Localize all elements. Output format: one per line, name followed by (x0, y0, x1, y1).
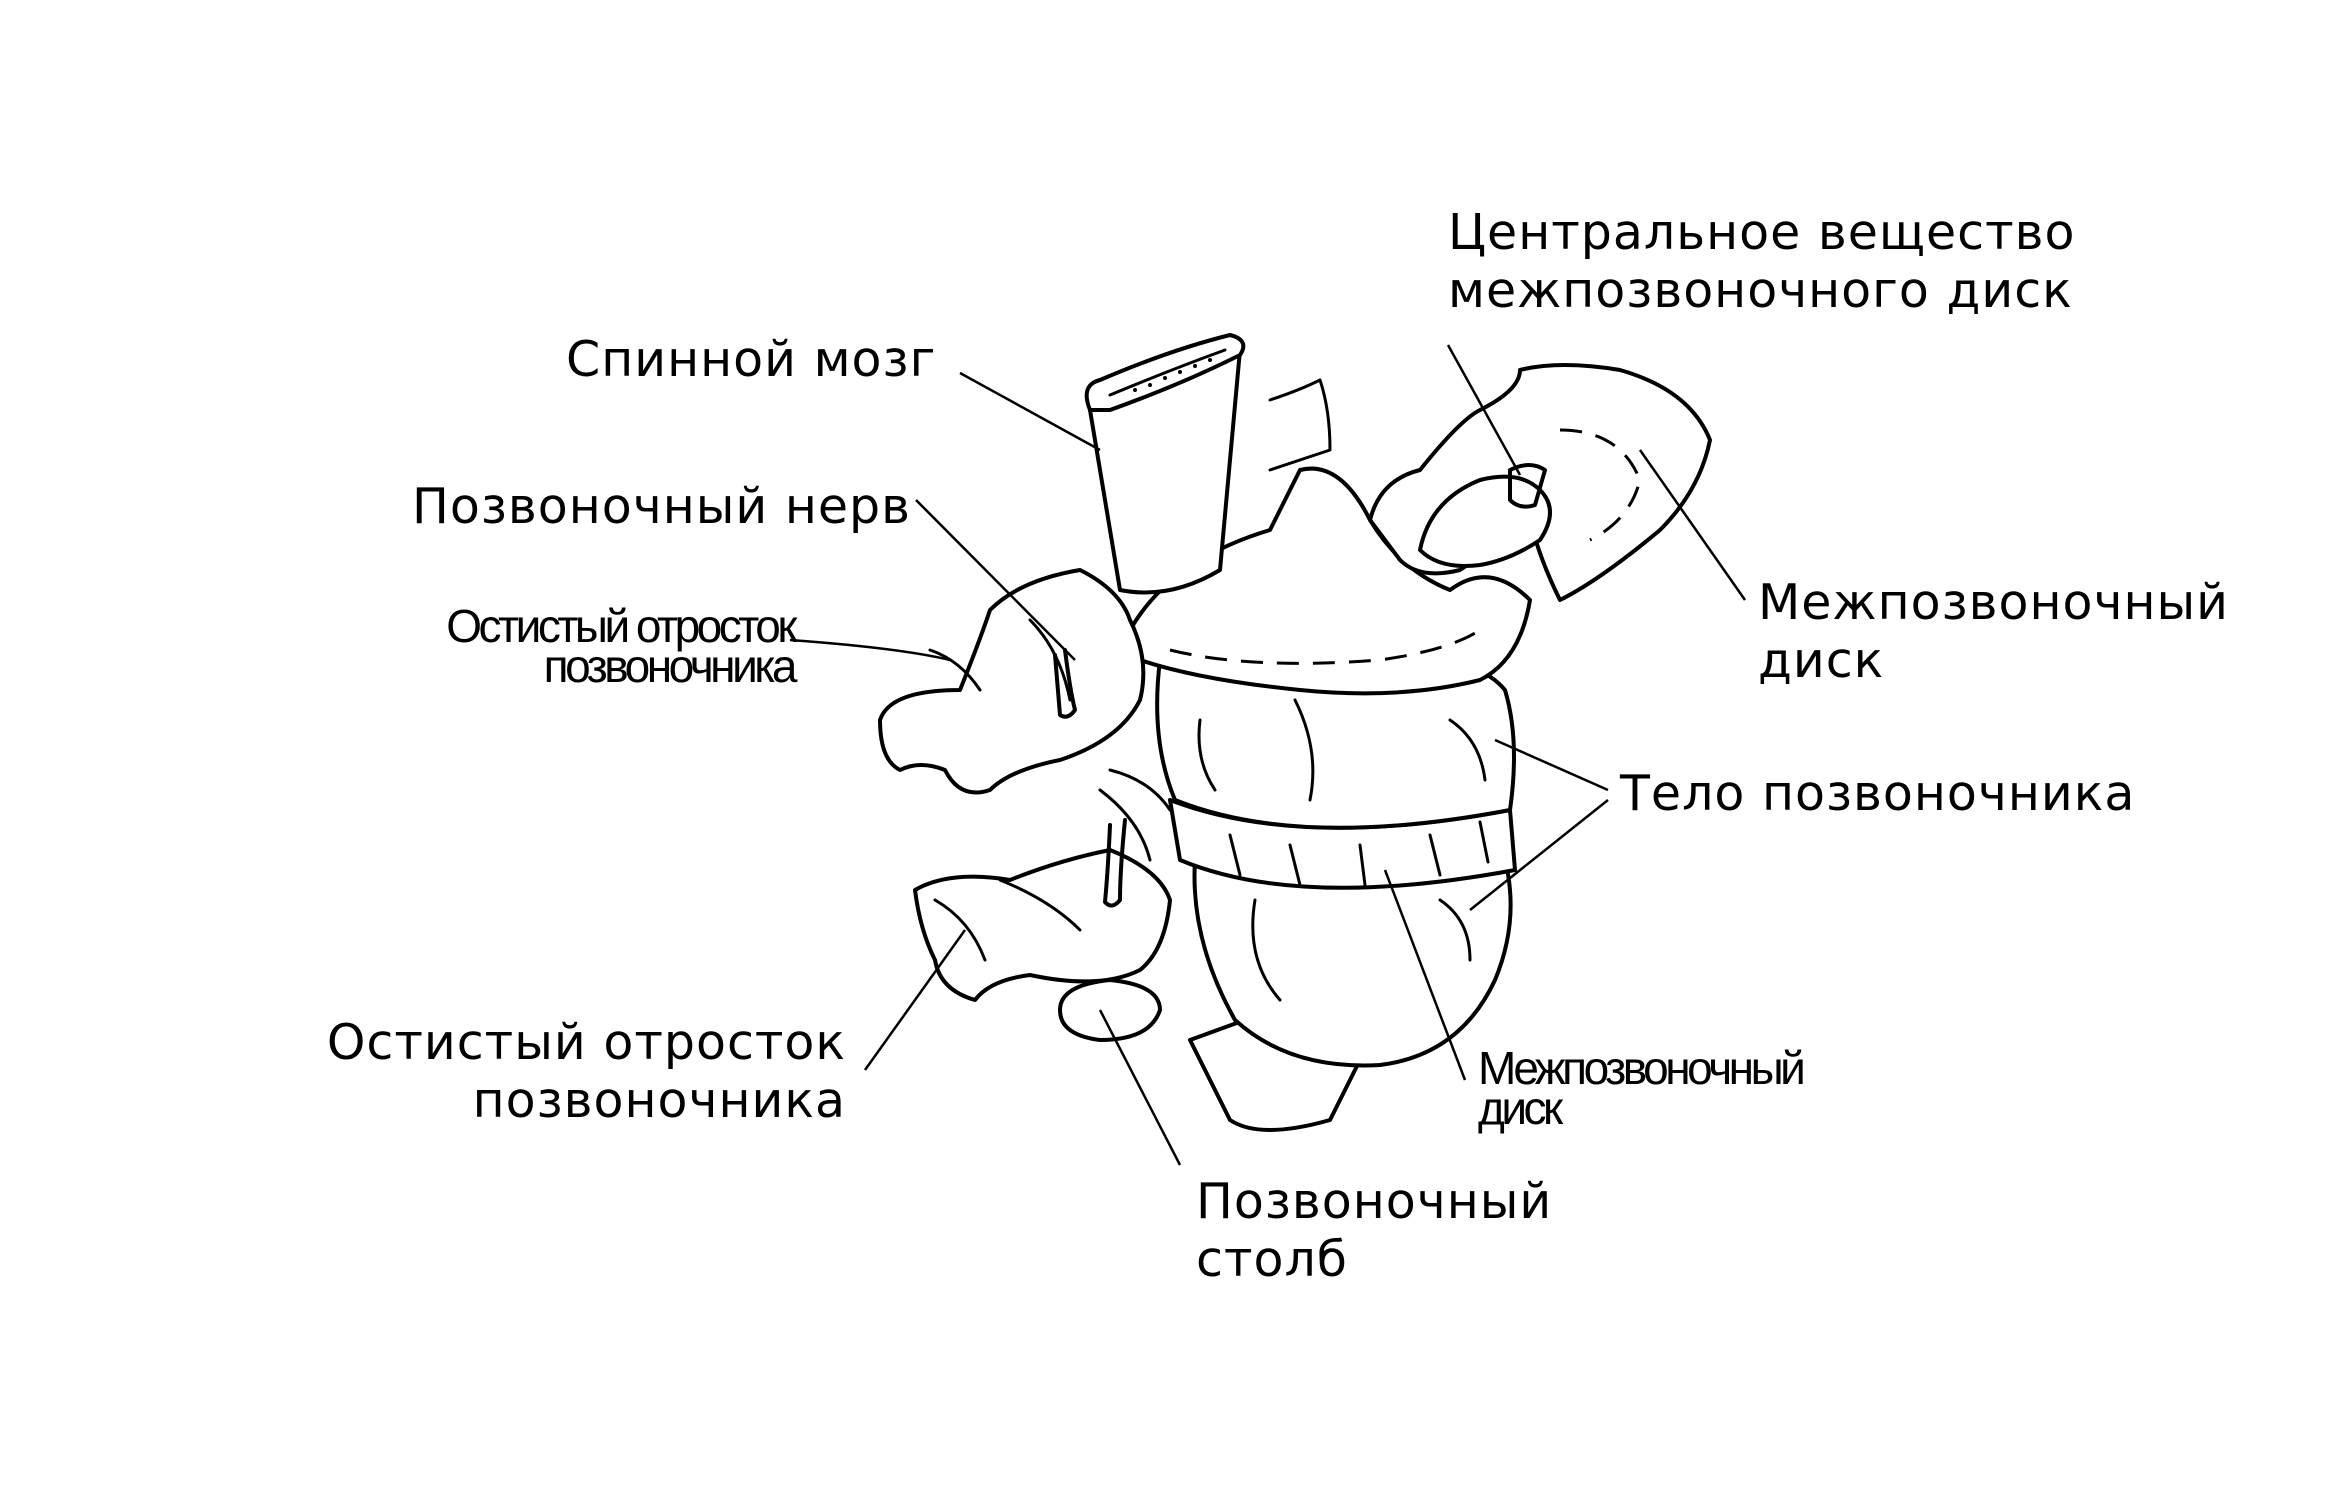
upper-vertebra-body (1128, 466, 1532, 696)
spinal-nerves (1053, 648, 1172, 908)
leader-spinal-column (1098, 1009, 1182, 1166)
leader-spinous-process-lower (863, 929, 967, 1071)
leader-vertebral-body-lower (1469, 799, 1609, 911)
label-spinous-process-upper-line-1: Остистый отросток (446, 600, 797, 652)
spinal-cord-tube (1084, 333, 1332, 595)
label-spinous-process-upper: Остистый отросток позвоночника (380, 600, 798, 692)
label-vertebral-body: Тело позвоночника (1620, 765, 2135, 823)
label-intervertebral-disc-lower-line-2: диск (1478, 1082, 1563, 1134)
label-spinal-cord-text: Спинной мозг (566, 331, 937, 388)
leader-intervertebral-disc-lower (1383, 869, 1467, 1081)
label-spinal-nerve: Позвоночный нерв (412, 478, 911, 536)
leader-spinal-cord (959, 371, 1101, 452)
label-intervertebral-disc-right-line-2: диск (1758, 632, 1885, 689)
leader-central-substance (1446, 344, 1522, 476)
leader-lines (789, 344, 1747, 1166)
leader-spinous-process-upper (789, 638, 951, 662)
label-spinous-process-lower-line-2: позвоночника (472, 1072, 846, 1129)
leader-intervertebral-disc-right (1638, 449, 1747, 601)
middle-vertebra-body (1155, 658, 1516, 830)
label-spinal-column-line-2: столб (1196, 1231, 1348, 1288)
label-spinous-process-lower-line-1: Остистый отросток (326, 1014, 846, 1071)
label-spinous-process-upper-line-2: позвоночника (543, 640, 798, 692)
label-spinal-cord: Спинной мозг (566, 331, 936, 389)
label-spinal-column-line-1: Позвоночный (1196, 1173, 1553, 1230)
label-intervertebral-disc-lower: Межпозвоночный диск (1478, 1042, 1806, 1134)
leader-spinal-nerve (915, 499, 1076, 661)
label-central-substance-line-1: Центральное вещество (1448, 204, 2076, 261)
upper-spinous-process (878, 568, 1146, 795)
label-spinal-column: Позвоночный столб (1196, 1173, 1552, 1289)
label-central-substance-line-2: межпозвоночного диск (1448, 262, 2073, 319)
label-spinous-process-lower: Остистый отросток позвоночника (300, 1014, 846, 1130)
label-intervertebral-disc-right: Межпозвоночный диск (1758, 574, 2229, 690)
label-central-substance: Центральное вещество межпозвоночного дис… (1448, 204, 2076, 320)
label-intervertebral-disc-lower-line-1: Межпозвоночный (1478, 1042, 1806, 1094)
label-vertebral-body-text: Тело позвоночника (1620, 765, 2136, 822)
lower-spinous-process (913, 848, 1172, 1002)
top-intervertebral-disc (1368, 363, 1712, 602)
label-spinal-nerve-text: Позвоночный нерв (412, 478, 912, 535)
label-intervertebral-disc-right-line-1: Межпозвоночный (1758, 574, 2230, 631)
lower-vertebra-body (1192, 858, 1513, 1068)
leader-vertebral-body-upper (1494, 738, 1609, 792)
